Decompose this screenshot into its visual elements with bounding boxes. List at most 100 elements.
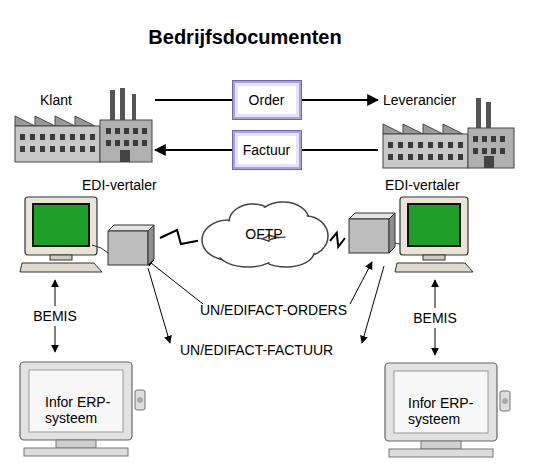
factory-building: Klant (10, 88, 155, 166)
factory-window (428, 154, 433, 160)
factory-window (500, 148, 505, 154)
monitor-screen (408, 204, 460, 246)
factory-window (124, 140, 129, 146)
factory-window (142, 128, 147, 134)
factory-window (115, 128, 120, 134)
keyboard (395, 263, 473, 272)
leader-arrow (362, 266, 384, 343)
leader-arrow (148, 268, 170, 343)
factory-window (458, 142, 463, 148)
leader-lines (146, 259, 384, 343)
factory-block (100, 120, 152, 162)
factory-window (90, 146, 95, 152)
factory-window (428, 142, 433, 148)
monitor-stand (423, 255, 445, 260)
factory-window (106, 128, 111, 134)
factory-hall (383, 134, 468, 168)
diagram-title: Bedrijfsdocumenten (0, 26, 490, 49)
keyboard (20, 263, 102, 272)
factory-window (438, 142, 443, 148)
monitor-stand (56, 440, 96, 448)
factory-window (500, 136, 505, 142)
monitor-frame (400, 197, 468, 255)
factory-window (142, 140, 147, 146)
monitor-stand (50, 255, 72, 260)
node-label: Klant (40, 92, 72, 108)
factory-window (80, 134, 85, 140)
monitor-screen (33, 204, 89, 246)
cloud-fill (220, 239, 277, 266)
factory-window (133, 140, 138, 146)
speaker-cone (137, 397, 143, 403)
factory-window (482, 136, 487, 142)
factory-window (80, 146, 85, 152)
node-label: EDI-vertaler (82, 177, 157, 193)
translator-front (349, 219, 389, 253)
computer-base (24, 448, 128, 456)
factory-window (124, 128, 129, 134)
factory-window (133, 128, 138, 134)
factory-window (50, 134, 55, 140)
leader-arrow (350, 262, 372, 304)
sawtooth-roof (15, 116, 95, 126)
cable (92, 245, 108, 253)
document-label: Factuur (233, 131, 301, 169)
monitor-frame (20, 362, 132, 440)
node-label: Infor ERP- systeem (408, 395, 488, 427)
factory-window (60, 134, 65, 140)
factory-window (448, 154, 453, 160)
factory-building-shape (10, 88, 155, 166)
translator-front (108, 231, 148, 265)
factory-window (388, 142, 393, 148)
node-label: OFTP (198, 226, 330, 242)
factory-window (50, 146, 55, 152)
factory-window (115, 140, 120, 146)
translator-top (108, 225, 154, 231)
network-cloud: OFTP (198, 200, 330, 268)
factory-window (70, 134, 75, 140)
factory-door (484, 156, 494, 168)
connector-group (55, 100, 435, 355)
factory-window (448, 142, 453, 148)
translator-side (389, 213, 395, 253)
document-label: Order (233, 81, 301, 119)
factory-window (60, 146, 65, 152)
network-link (160, 230, 198, 244)
leader-arrow (146, 259, 203, 304)
node-label: EDI-vertaler (385, 177, 460, 193)
erp-computer: Infor ERP- systeem (375, 355, 510, 455)
computer-base (389, 449, 493, 457)
edi-translator: EDI-vertaler (345, 175, 475, 280)
format-label: UN/EDIFACT-FACTUUR (180, 342, 333, 358)
factory-window (20, 146, 25, 152)
factory-window (106, 140, 111, 146)
factory-window (482, 148, 487, 154)
factory-window (418, 154, 423, 160)
factory-window (491, 136, 496, 142)
factory-window (20, 134, 25, 140)
monitor-frame (25, 197, 97, 255)
factory-block (468, 128, 514, 168)
factory-window (388, 154, 393, 160)
erp-computer: Infor ERP- systeem (15, 352, 145, 457)
factory-window (30, 146, 35, 152)
speaker (500, 391, 510, 411)
edi-translator: EDI-vertaler (20, 175, 160, 280)
protocol-label: BEMIS (412, 308, 458, 328)
factory-window (408, 142, 413, 148)
factory-window (398, 142, 403, 148)
sawtooth-roof (383, 124, 463, 134)
factory-window (40, 146, 45, 152)
monitor-screen (394, 371, 488, 433)
network-link (330, 233, 345, 247)
node-label: Infor ERP- systeem (45, 394, 125, 426)
factory-window (491, 148, 496, 154)
protocol-label: BEMIS (32, 306, 78, 326)
factory-window (70, 146, 75, 152)
monitor-stand (421, 441, 461, 449)
translator-side (148, 225, 154, 265)
monitor-frame (385, 363, 497, 441)
factory-window (473, 136, 478, 142)
factory-window (30, 134, 35, 140)
factory-hall (15, 126, 100, 162)
